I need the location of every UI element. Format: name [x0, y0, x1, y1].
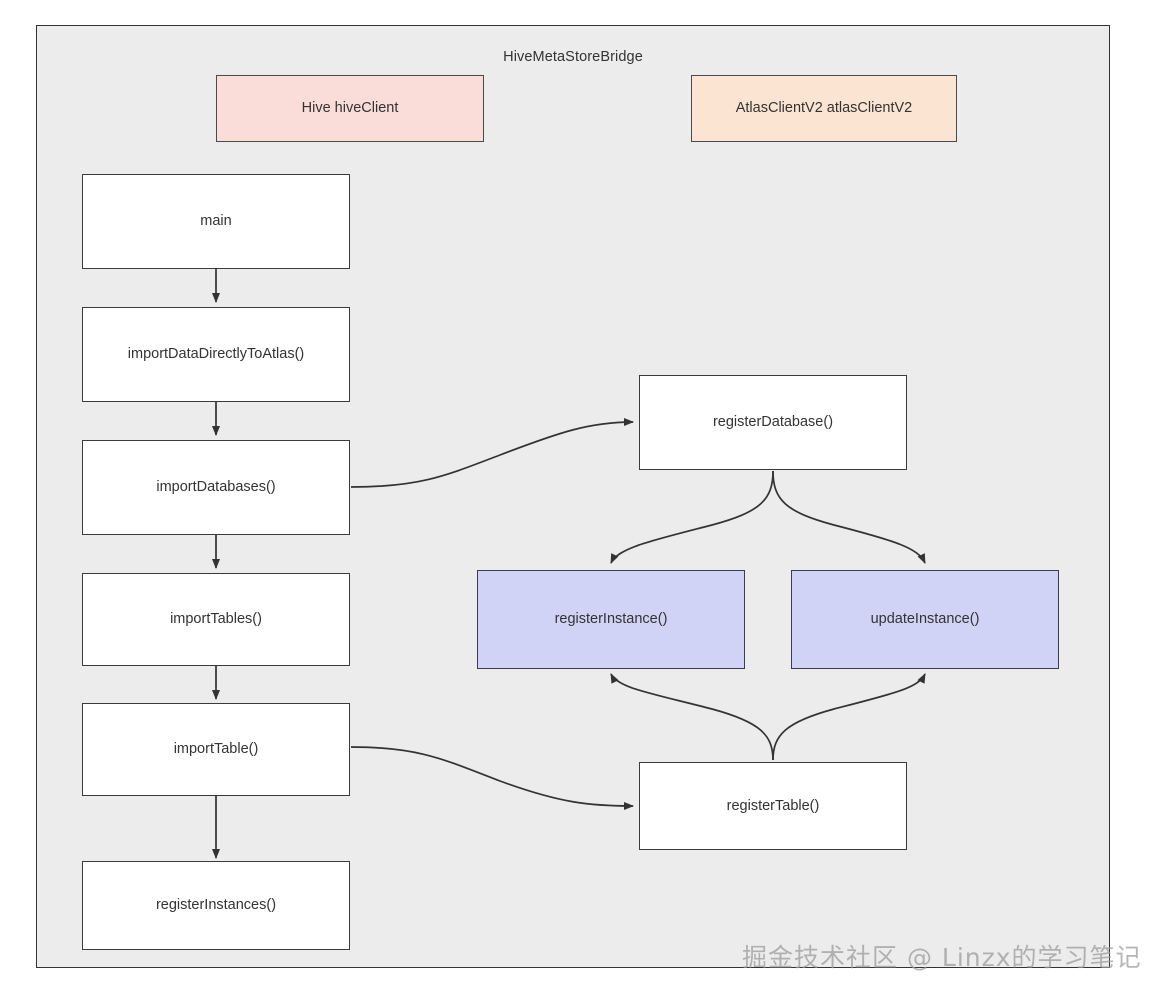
node-main-label: main	[200, 213, 232, 230]
node-update-instance-label: updateInstance()	[870, 611, 980, 628]
node-register-instance-label: registerInstance()	[554, 611, 668, 628]
node-register-database[interactable]: registerDatabase()	[639, 375, 907, 470]
node-update-instance[interactable]: updateInstance()	[791, 570, 1059, 669]
node-register-table[interactable]: registerTable()	[639, 762, 907, 850]
node-import-tables-label: importTables()	[170, 611, 262, 628]
node-register-instance[interactable]: registerInstance()	[477, 570, 745, 669]
node-import-databases-label: importDatabases()	[156, 479, 276, 496]
node-register-database-label: registerDatabase()	[712, 414, 834, 431]
node-import-table[interactable]: importTable()	[82, 703, 350, 796]
watermark: 掘金技术社区 @ Linzx的学习笔记	[742, 943, 1142, 972]
node-import-data-directly-to-atlas[interactable]: importDataDirectlyToAtlas()	[82, 307, 350, 402]
node-hive-client[interactable]: Hive hiveClient	[216, 75, 484, 142]
node-atlas-client[interactable]: AtlasClientV2 atlasClientV2	[691, 75, 957, 142]
node-register-instances[interactable]: registerInstances()	[82, 861, 350, 950]
node-import-data-directly-to-atlas-label: importDataDirectlyToAtlas()	[127, 346, 305, 363]
node-hive-client-label: Hive hiveClient	[301, 100, 399, 117]
cluster-title: HiveMetaStoreBridge	[503, 49, 643, 65]
node-register-instances-label: registerInstances()	[155, 897, 277, 914]
node-import-databases[interactable]: importDatabases()	[82, 440, 350, 535]
node-main[interactable]: main	[82, 174, 350, 269]
node-import-tables[interactable]: importTables()	[82, 573, 350, 666]
node-register-table-label: registerTable()	[726, 797, 820, 814]
node-import-table-label: importTable()	[173, 741, 259, 758]
node-atlas-client-label: AtlasClientV2 atlasClientV2	[735, 100, 913, 117]
